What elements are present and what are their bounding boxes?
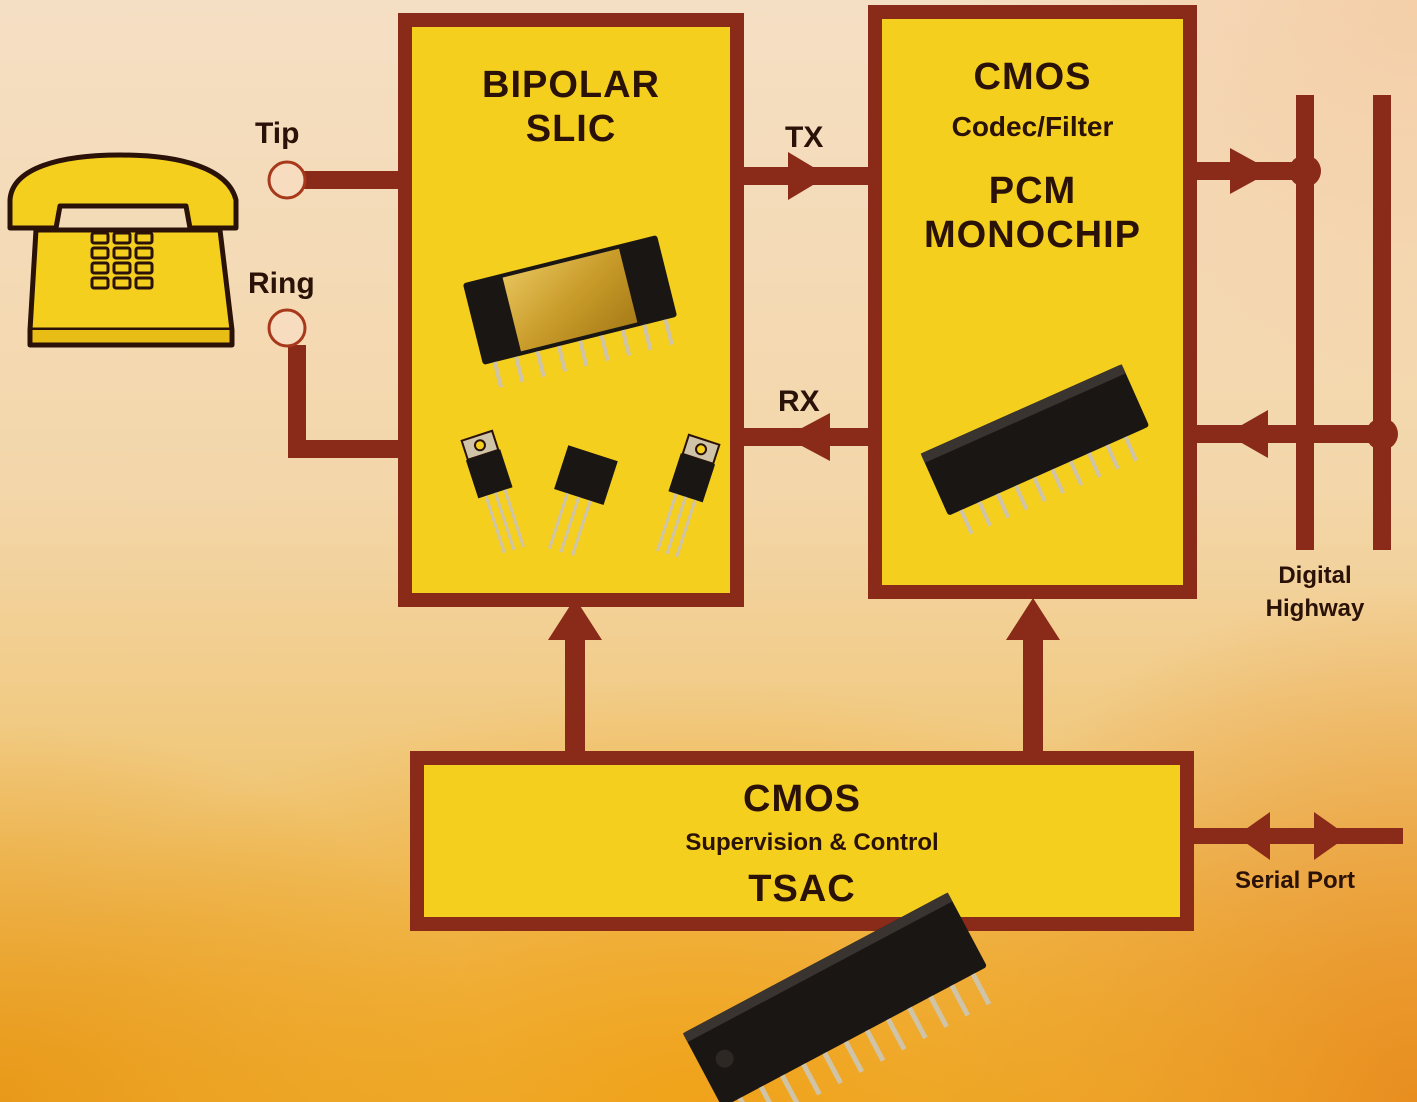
codec-name-line1: PCM [875,172,1190,212]
serial-port-label: Serial Port [1210,868,1380,893]
tsac-to-codec-arrowhead [1006,598,1060,640]
ring-label: Ring [248,268,315,300]
tip-wire [304,171,408,189]
codec-name-line2: MONOCHIP [875,216,1190,256]
slic-title-line2: SLIC [405,110,737,150]
codec-rx-in-line [1188,425,1388,443]
serial-port-arrow-right [1314,812,1348,860]
highway-junction-1 [1289,155,1321,187]
codec-rx-in-arrowhead [1226,410,1268,458]
codec-block [875,12,1190,592]
serial-port-arrow-left [1236,812,1270,860]
digital-highway-label-line2: Highway [1240,596,1390,621]
rx-label: RX [778,386,820,418]
telephone-icon [10,155,236,345]
tsac-subtitle: Supervision & Control [417,830,1207,855]
codec-tx-out-arrowhead [1230,148,1272,194]
codec-title: CMOS [875,58,1190,98]
rx-arrowhead [785,413,830,461]
highway-bus-2 [1373,95,1391,550]
codec-subtitle: Codec/Filter [875,112,1190,141]
tsac-to-slic-line [565,630,585,760]
tip-label: Tip [255,118,299,150]
ring-wire-horizontal [288,440,408,458]
ring-terminal [269,310,305,346]
tip-terminal [269,162,305,198]
highway-junction-2 [1366,418,1398,450]
tx-arrowhead [788,152,828,200]
serial-port-line [1188,828,1403,844]
tx-label: TX [785,122,823,154]
slic-title-line1: BIPOLAR [405,66,737,106]
tsac-title: CMOS [417,780,1187,820]
tsac-to-codec-line [1023,630,1043,760]
digital-highway-label-line1: Digital [1240,563,1390,588]
tsac-name: TSAC [417,870,1187,910]
